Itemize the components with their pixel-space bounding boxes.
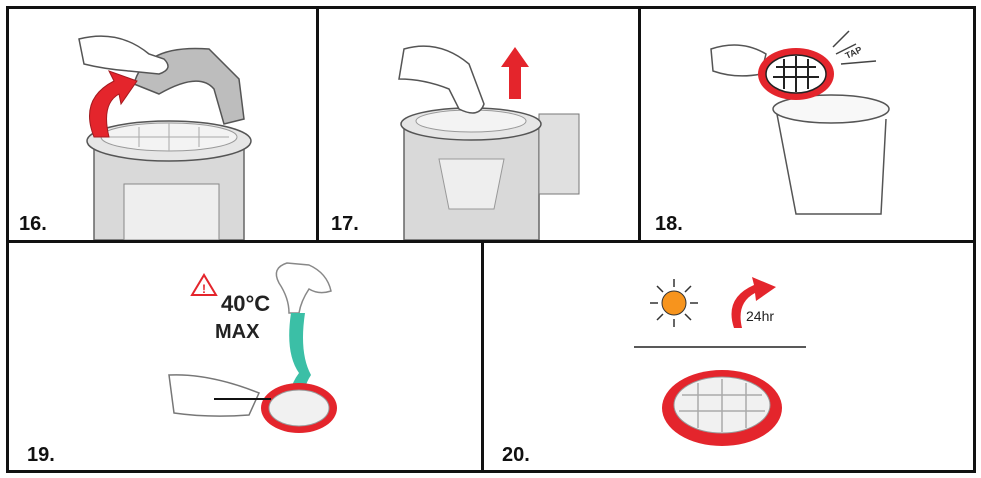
step-18-panel: TAP 18.: [638, 6, 976, 243]
filter-disc: [269, 390, 329, 426]
hand: [169, 375, 259, 416]
step-19-panel: ! 40°C MAX 19.: [6, 240, 484, 473]
tap-label: TAP: [844, 44, 864, 60]
sun-icon: [650, 279, 698, 327]
duration-label: 24hr: [746, 308, 774, 324]
step-20-panel: 24hr 20.: [481, 240, 976, 473]
canister-side: [539, 114, 579, 194]
step-18-number: 18.: [655, 213, 683, 236]
max-label: MAX: [215, 321, 259, 344]
inner-filter: [439, 159, 504, 209]
step-17-panel: 17.: [316, 6, 641, 243]
step-19-illustration: !: [9, 243, 481, 470]
step-20-illustration: 24hr: [484, 243, 973, 470]
step-16-panel: 16.: [6, 6, 319, 243]
step-20-number: 20.: [502, 444, 530, 467]
step-17-illustration: [319, 9, 638, 240]
hand: [79, 36, 168, 74]
bin: [776, 109, 886, 214]
step-16-illustration: [9, 9, 316, 240]
warning-exclamation: !: [202, 282, 206, 296]
up-arrow-icon: [501, 47, 529, 99]
hand: [399, 46, 484, 113]
faucet: [276, 263, 331, 313]
temperature-label: 40°C: [221, 291, 270, 317]
step-17-number: 17.: [331, 213, 359, 236]
hand: [711, 45, 766, 76]
step-19-number: 19.: [27, 444, 55, 467]
canister-window: [124, 184, 219, 240]
step-18-illustration: TAP: [641, 9, 973, 240]
step-16-number: 16.: [19, 213, 47, 236]
